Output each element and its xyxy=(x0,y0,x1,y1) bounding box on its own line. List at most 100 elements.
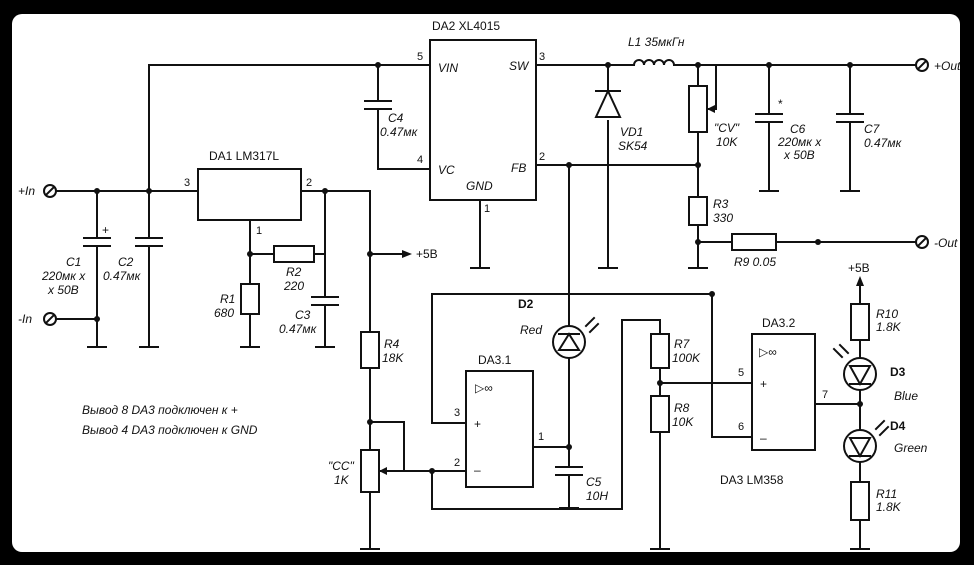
d4-color: Green xyxy=(894,441,928,455)
r2-v1: 220 xyxy=(283,279,304,293)
ic-da1 xyxy=(197,168,302,221)
r10-name: R10 xyxy=(876,307,898,321)
c3-name: C3 xyxy=(295,308,311,322)
c2-name: C2 xyxy=(118,255,134,269)
da2-title: DA2 XL4015 xyxy=(432,19,500,33)
c6-name: C6 xyxy=(790,122,806,136)
da32-pin6: 6 xyxy=(738,421,744,433)
da31-pin2: 2 xyxy=(454,457,460,469)
da2-gnd: GND xyxy=(466,179,493,193)
capacitor-c6 xyxy=(755,113,783,123)
diode-vd1 xyxy=(594,88,622,118)
c7-v1: 0.47мк xyxy=(864,136,903,150)
ground-symbols xyxy=(87,190,870,550)
da32-pin5: 5 xyxy=(738,367,744,379)
c5-v1: 10H xyxy=(586,489,608,503)
da31-minus: – xyxy=(474,463,481,477)
vd1-v1: SK54 xyxy=(618,139,648,153)
junctions xyxy=(94,62,863,474)
c6-v2: x 50B xyxy=(783,148,815,162)
da31-pin3: 3 xyxy=(454,407,460,419)
r11-v1: 1.8K xyxy=(876,500,902,514)
r8-name: R8 xyxy=(674,401,690,415)
opamp-da31 xyxy=(465,370,534,488)
potentiometer-cc xyxy=(360,449,380,493)
c7-name: C7 xyxy=(864,122,881,136)
capacitor-c2 xyxy=(135,237,163,247)
capacitor-c3 xyxy=(311,296,339,306)
r11-name: R11 xyxy=(876,487,897,501)
note-line1: Вывод 8 DA3 подключен к + xyxy=(82,403,238,417)
r1-v1: 680 xyxy=(214,306,234,320)
label-out-minus: -Out xyxy=(934,236,958,250)
r4-name: R4 xyxy=(384,337,400,351)
resistor-r7 xyxy=(650,333,670,369)
led-d3 xyxy=(832,343,877,391)
label-in-minus: -In xyxy=(18,312,32,326)
c4-name: C4 xyxy=(388,111,404,125)
resistor-r10 xyxy=(850,303,870,341)
cv-name: "CV" xyxy=(714,121,740,135)
c2-v1: 0.47мк xyxy=(103,269,142,283)
da2-vc: VC xyxy=(438,163,455,177)
ic-da2 xyxy=(429,39,537,201)
da31-symbol: ▷∞ xyxy=(475,381,493,395)
da2-sw: SW xyxy=(509,59,530,73)
da1-title: DA1 LM317L xyxy=(209,149,279,163)
da32-plus: + xyxy=(760,377,767,391)
da1-pin1: 1 xyxy=(256,225,262,237)
schematic-sheet: DA2 XL4015 VIN VC GND SW FB 5 4 1 3 2 DA… xyxy=(12,14,960,552)
arrow-5v-up-icon xyxy=(856,276,864,286)
wires xyxy=(55,64,917,550)
capacitor-c7 xyxy=(836,113,864,123)
d2-name: D2 xyxy=(518,297,534,311)
r8-v1: 10K xyxy=(672,415,694,429)
r2-name: R2 xyxy=(286,265,302,279)
r1-name: R1 xyxy=(220,292,235,306)
d3-name: D3 xyxy=(890,365,906,379)
cc-v1: 1K xyxy=(334,473,350,487)
vd1-name: VD1 xyxy=(620,125,643,139)
d3-color: Blue xyxy=(894,389,918,403)
cv-v1: 10K xyxy=(716,135,738,149)
label-5v-b: +5B xyxy=(848,261,870,275)
r3-v1: 330 xyxy=(713,211,733,225)
da31-pin1: 1 xyxy=(538,431,544,443)
c4-v1: 0.47мк xyxy=(380,125,419,139)
wiper-cc-icon xyxy=(379,467,387,475)
resistor-r9 xyxy=(731,233,777,251)
da2-pin5: 5 xyxy=(417,51,423,63)
da2-pin4: 4 xyxy=(417,154,423,166)
capacitor-c5 xyxy=(555,466,583,476)
terminals xyxy=(43,58,929,326)
arrow-5v-icon xyxy=(402,250,412,258)
da2-fb: FB xyxy=(511,161,526,175)
resistor-r8 xyxy=(650,395,670,433)
capacitor-c4 xyxy=(364,100,392,110)
l1-name: L1 35мкГн xyxy=(628,35,685,49)
da31-plus: + xyxy=(474,417,481,431)
da1-pin2: 2 xyxy=(306,177,312,189)
inductor-l1 xyxy=(632,59,676,67)
led-d2 xyxy=(552,316,600,359)
r9-name: R9 0.05 xyxy=(734,255,776,269)
r3-name: R3 xyxy=(713,197,729,211)
r7-name: R7 xyxy=(674,337,691,351)
da31-title: DA3.1 xyxy=(478,353,512,367)
opamp-da32 xyxy=(751,333,816,451)
resistor-r2 xyxy=(273,245,315,263)
da2-pin2: 2 xyxy=(539,151,545,163)
da1-pin3: 3 xyxy=(184,177,190,189)
resistor-r11 xyxy=(850,481,870,521)
da32-symbol: ▷∞ xyxy=(759,345,777,359)
c1-name: C1 xyxy=(66,255,81,269)
potentiometer-cv xyxy=(688,85,708,133)
c1-v2: x 50B xyxy=(47,283,79,297)
resistor-r4 xyxy=(360,331,380,369)
c6-v1: 220мк x xyxy=(777,135,822,149)
label-out-plus: +Out xyxy=(934,59,960,73)
r4-v1: 18K xyxy=(382,351,404,365)
c6-pol: * xyxy=(778,97,783,111)
da32-title: DA3.2 xyxy=(762,316,796,330)
